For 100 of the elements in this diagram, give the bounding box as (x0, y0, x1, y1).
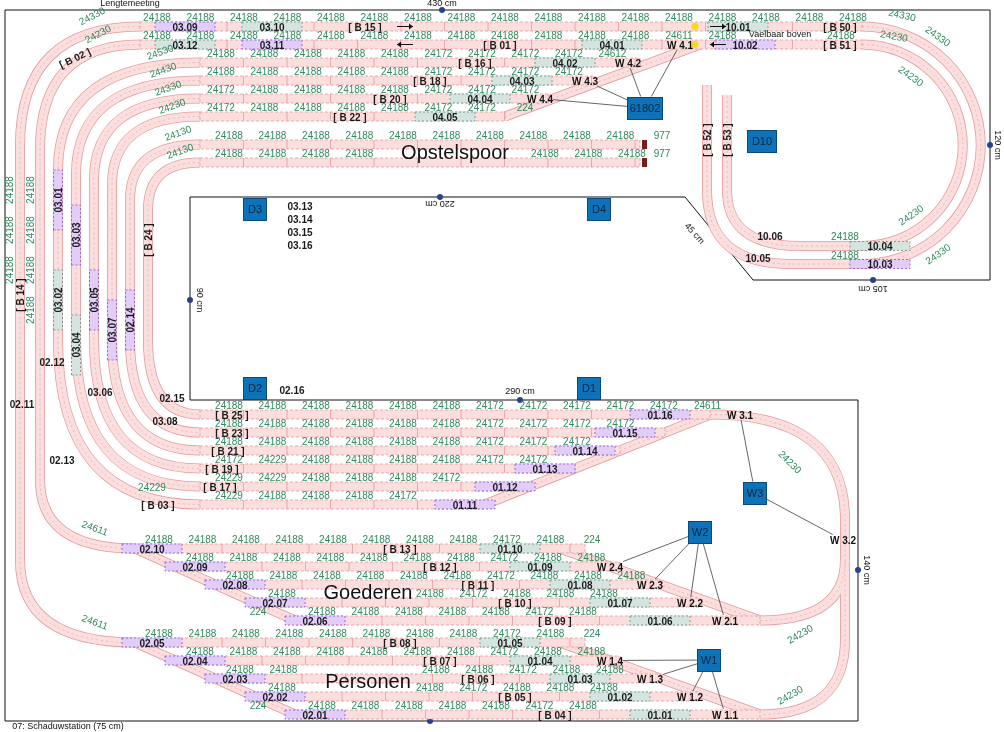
turnout-label: W 2.4 (596, 561, 624, 572)
track-number: 24188 (361, 533, 392, 545)
turnout-label: W 2.2 (676, 597, 704, 608)
turnout-label: W 2.3 (636, 579, 664, 590)
track-number: 224 (515, 101, 534, 113)
track-number: 24611 (79, 611, 111, 633)
track-number: 24188 (431, 129, 462, 141)
block-label: [ B 22 ] (332, 111, 368, 122)
section-label: 01.07 (606, 597, 634, 608)
track-number: 24188 (620, 29, 651, 41)
track-number: 24188 (355, 569, 386, 581)
track-number: 24188 (214, 147, 244, 159)
track-number: 24188 (316, 11, 346, 23)
track-number: 24330 (886, 6, 918, 24)
track-number: 24188 (380, 47, 410, 59)
track-number: 24188 (228, 645, 259, 657)
section-label: 03.10 (258, 21, 285, 32)
connector-line (629, 67, 642, 97)
track-number: 24172 (486, 569, 516, 581)
track-number: 24188 (301, 417, 331, 429)
track-number: 24188 (830, 249, 860, 261)
track-number: 24172 (431, 471, 462, 483)
track-number: 24188 (830, 230, 860, 242)
track-number: 24188 (144, 627, 174, 639)
track-number: 24188 (568, 699, 598, 711)
module-box: D2 (243, 376, 267, 400)
dimension-label: 140 cm (861, 554, 871, 586)
track-number: 24188 (573, 147, 604, 159)
block-label: [ B 06 ] (461, 673, 496, 684)
track-number: 24188 (490, 29, 520, 41)
section-label: 04.01 (598, 39, 625, 50)
section-label: 10.01 (725, 21, 751, 32)
track-number: 24188 (405, 533, 435, 545)
track-number: 24188 (617, 569, 647, 581)
area-title: Opstelspoor (400, 141, 510, 163)
section-label: 03.03 (70, 221, 82, 249)
track-number: 24172 (475, 399, 505, 411)
track-number: 24188 (187, 533, 218, 545)
track-number: 24188 (415, 587, 445, 599)
section-label: 01.12 (491, 481, 519, 492)
track-number: 24188 (185, 11, 216, 23)
section-label: 02.12 (38, 356, 66, 368)
track-number: 24172 (562, 417, 592, 429)
track-number: 24229 (257, 471, 288, 483)
block-label: [ B 13 ] (383, 543, 417, 554)
section-label: 03.04 (70, 331, 82, 359)
section-label: 02.15 (158, 392, 186, 404)
track-number: 24172 (562, 435, 592, 447)
section-label: 02.08 (221, 579, 249, 590)
track-number: 24188 (344, 399, 375, 411)
track-number: 24188 (301, 147, 331, 159)
section-label: 02.02 (262, 691, 289, 702)
section-label: 02.13 (48, 454, 76, 466)
track-number: 24188 (838, 11, 868, 23)
track-number: 24188 (206, 65, 236, 77)
track-number: 24172 (475, 435, 505, 447)
block-label: [ B 03 ] (140, 499, 176, 510)
track-number: 24188 (530, 569, 560, 581)
section-label: 02.10 (138, 543, 166, 554)
track-number: 24188 (344, 129, 375, 141)
track-number: 24188 (620, 11, 651, 23)
turnout-label: W 2.1 (711, 615, 739, 626)
track-number: 24188 (545, 587, 575, 599)
track-number: 24188 (257, 399, 288, 411)
track-number: 24188 (475, 129, 505, 141)
track-number: 24172 (511, 83, 541, 95)
section-label: 01.04 (526, 655, 554, 666)
section-label: 02.04 (181, 655, 209, 666)
turnout-label: W 1.3 (636, 673, 664, 684)
block-label: [ B 01 ] (483, 39, 517, 50)
section-label: 10.04 (866, 240, 894, 252)
track-number: 24130 (164, 141, 196, 162)
track-number: 224 (248, 605, 267, 617)
section-label: 01.11 (451, 499, 479, 510)
block-label: [ B 08 ] (383, 637, 417, 648)
track-number: 24188 (336, 83, 367, 95)
track-number: 24188 (231, 533, 261, 545)
block-label: [ B 19 ] (204, 463, 239, 474)
track-number: 24188 (257, 417, 288, 429)
track-number: 24188 (316, 29, 346, 41)
track-number: 24172 (206, 83, 236, 95)
track-number: 24188 (315, 551, 346, 563)
module-box: W1 (697, 648, 721, 672)
track-number: 24188 (562, 129, 592, 141)
section-label: 01.10 (497, 543, 524, 554)
block-label: [ B 05 ] (498, 691, 532, 702)
block-label: [ B 07 ] (423, 655, 458, 666)
connector-line (690, 543, 699, 598)
track-number: 24188 (344, 147, 375, 159)
track-number: 24188 (617, 147, 647, 159)
connector-line (692, 671, 704, 692)
track-number: 24172 (388, 489, 418, 501)
track-number: 24188 (187, 627, 218, 639)
track-number: 24172 (423, 47, 454, 59)
track-number: 24229 (257, 453, 288, 465)
track-number: 24188 (431, 399, 462, 411)
track-number: 24188 (257, 435, 288, 447)
track-number: 24188 (301, 399, 331, 411)
turnout-label: W 3.2 (829, 534, 857, 546)
track-number: 24188 (388, 435, 418, 447)
